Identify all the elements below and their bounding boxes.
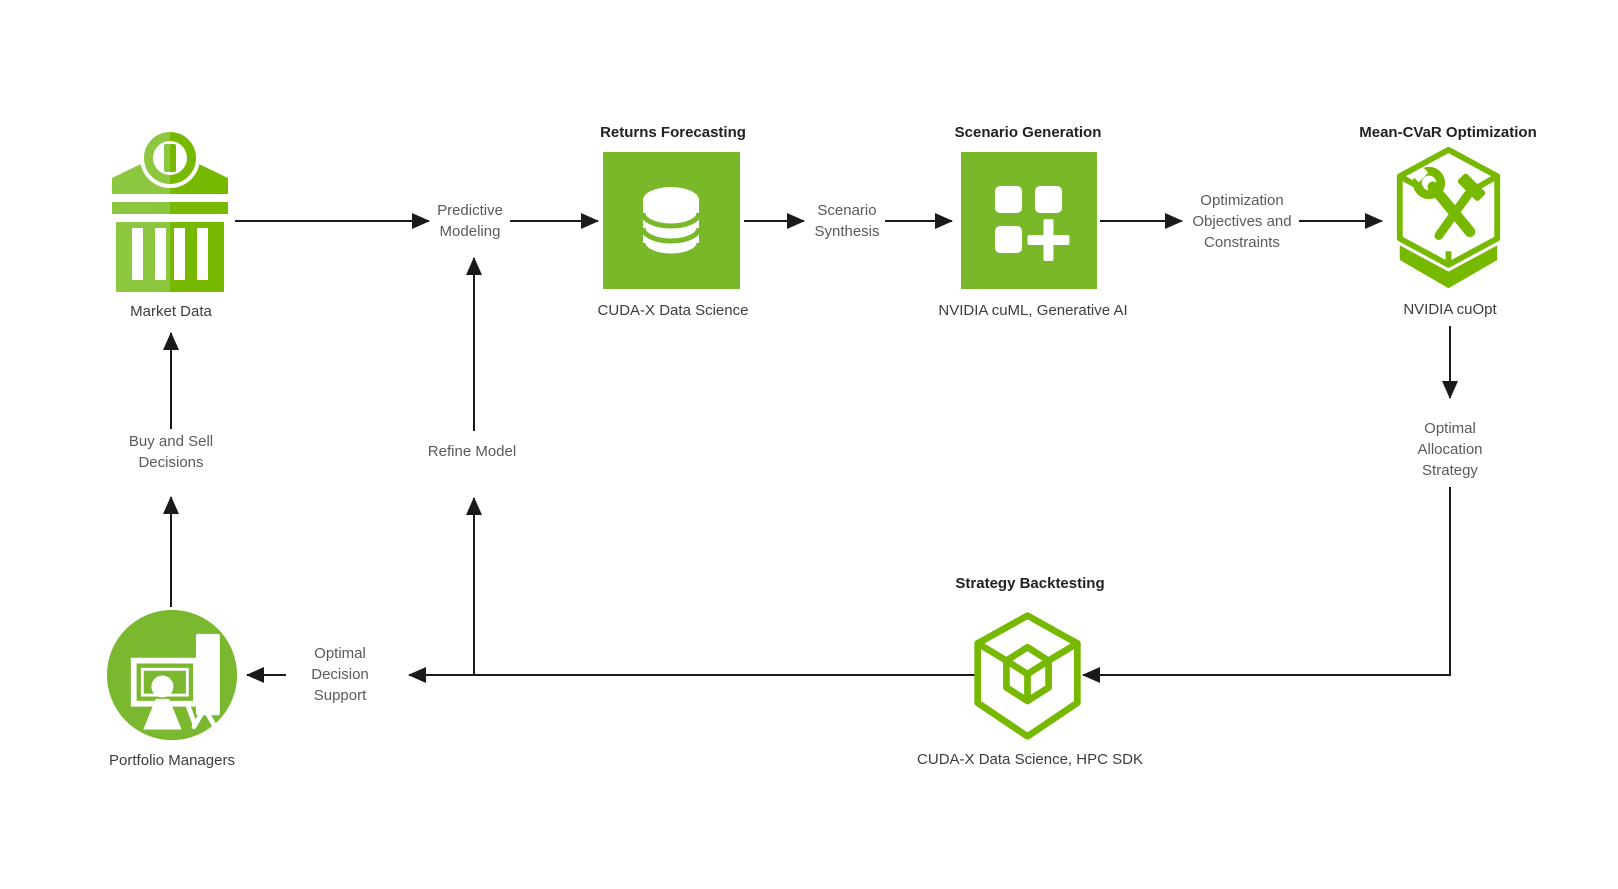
buy-and-sell-label: Buy and Sell Decisions <box>128 433 214 471</box>
optimal-allocation-label: Optimal Allocation Strategy <box>1417 420 1483 479</box>
grid-plus-icon <box>995 186 1070 261</box>
strategy-backtesting-label: CUDA-X Data Science, HPC SDK <box>917 751 1143 768</box>
bank-icon <box>112 128 228 292</box>
scenario-generation-box <box>961 152 1097 289</box>
cube-icon <box>974 612 1081 740</box>
scenario-synthesis-label: Scenario Synthesis <box>814 202 880 240</box>
portfolio-managers-label: Portfolio Managers <box>109 752 235 769</box>
mean-cvar-label: NVIDIA cuOpt <box>1403 301 1497 318</box>
market-data-label: Market Data <box>130 303 212 320</box>
refine-model-label: Refine Model <box>427 443 517 460</box>
mean-cvar-title: Mean-CVaR Optimization <box>1359 124 1537 141</box>
strategy-backtesting-title: Strategy Backtesting <box>955 575 1105 592</box>
mean-cvar-node <box>1390 144 1507 296</box>
optimal-decision-label: Optimal Decision Support <box>311 645 369 704</box>
market-data-node <box>110 128 230 292</box>
portfolio-managers-node <box>105 608 239 742</box>
scenario-generation-title: Scenario Generation <box>954 124 1102 141</box>
returns-forecasting-label: CUDA-X Data Science <box>597 302 749 319</box>
arrow-allocation-to-backtesting <box>1082 487 1451 683</box>
returns-forecasting-box <box>603 152 740 289</box>
predictive-modeling-label: Predictive Modeling <box>437 202 503 240</box>
presenter-icon <box>106 609 238 741</box>
optimization-objectives-label: Optimization Objectives and Constraints <box>1192 192 1292 251</box>
strategy-backtesting-node <box>970 610 1085 742</box>
returns-forecasting-title: Returns Forecasting <box>600 124 746 141</box>
scenario-generation-label: NVIDIA cuML, Generative AI <box>938 302 1128 319</box>
hexagon-tools-icon <box>1396 146 1501 289</box>
database-icon <box>640 187 702 259</box>
